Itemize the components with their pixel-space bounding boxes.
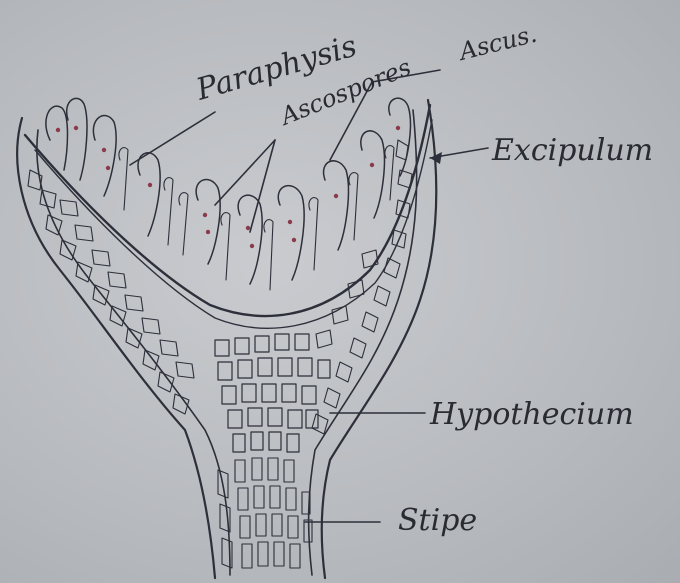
stipe-cells (218, 458, 312, 568)
paraphysis-leader (130, 112, 215, 165)
label-stipe: Stipe (398, 503, 477, 538)
label-ascus: Ascus. (455, 20, 540, 67)
excipulum-cells (28, 140, 412, 434)
label-hypothecium: Hypothecium (429, 397, 634, 432)
label-excipulum: Excipulum (491, 133, 653, 168)
hypothecium-cells (215, 334, 330, 452)
